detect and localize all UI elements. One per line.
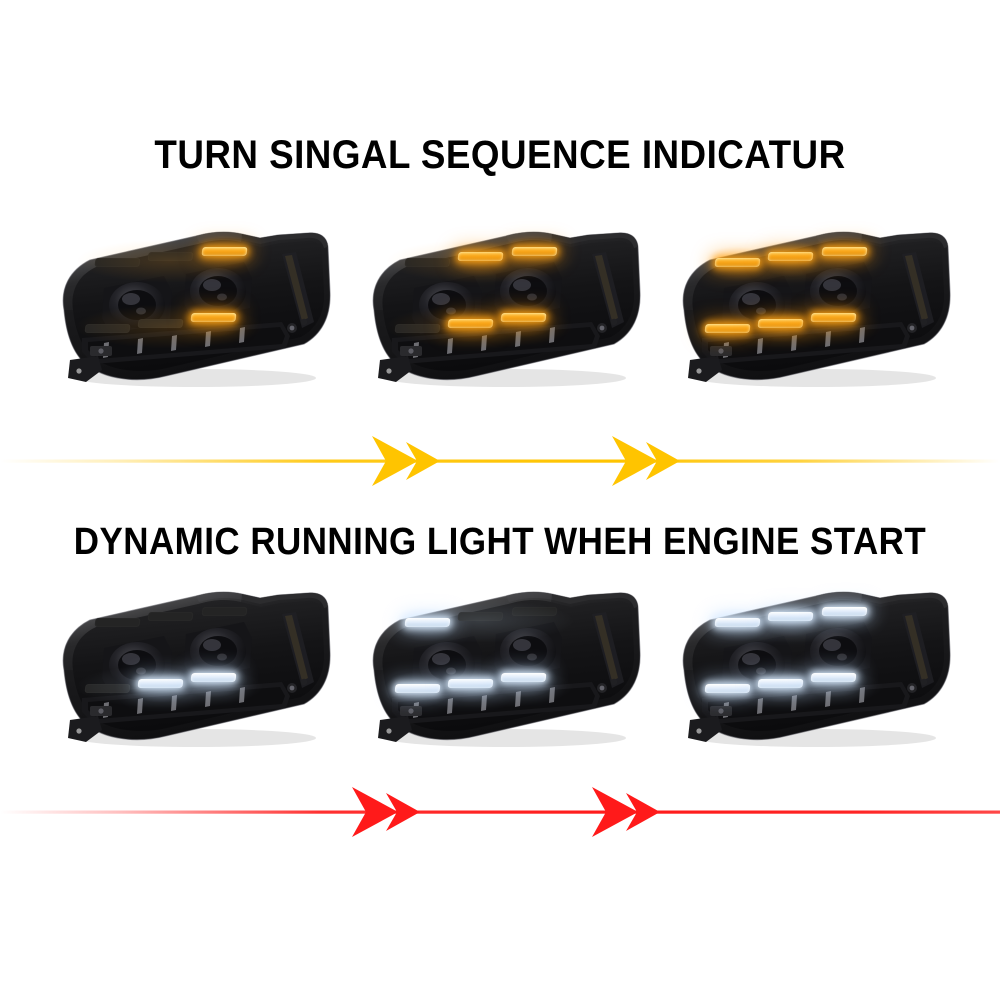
led-segment-bottom-1 [84,323,131,333]
led-segment-top-1 [714,257,761,267]
led-segment-bottom-2 [447,678,494,688]
led-segment-top-2 [457,612,504,622]
led-segment-bottom-2 [757,318,804,328]
amber-arrowhead-group-1 [372,436,440,486]
turn-signal-stage-row [0,218,1000,393]
led-segment-bottom-1 [704,683,751,693]
led-segment-bottom-2 [447,318,494,328]
amber-arrowhead-group-2 [612,436,680,486]
led-segment-bottom-3 [810,313,857,323]
headlight-turn-stage-3 [666,218,954,390]
led-segment-top-1 [404,617,451,627]
led-segment-bottom-3 [190,673,237,683]
led-segment-top-1 [94,257,141,267]
headlight-drl-stage-1 [46,578,334,750]
headlight-drl-stage-2 [356,578,644,750]
red-arrowhead-group-2 [592,787,660,837]
led-segment-bottom-1 [704,323,751,333]
led-segment-bottom-3 [500,673,547,683]
amber-sequence-arrow [0,432,1000,492]
headlight-drl-stage-3 [666,578,954,750]
led-segment-top-1 [94,617,141,627]
led-segment-top-2 [767,252,814,262]
led-segment-bottom-3 [810,673,857,683]
red-arrowhead-group-1 [352,787,420,837]
headlight-turn-stage-2 [356,218,644,390]
led-segment-top-1 [404,257,451,267]
led-segment-top-2 [147,612,194,622]
led-segment-top-1 [714,617,761,627]
led-segment-bottom-3 [500,313,547,323]
led-segment-bottom-2 [137,318,184,328]
led-segment-top-3 [820,246,867,256]
led-segment-bottom-1 [394,683,441,693]
led-segment-top-2 [147,252,194,262]
led-segment-top-2 [767,612,814,622]
red-sequence-arrow [0,783,1000,843]
dynamic-running-light-heading: DYNAMIC RUNNING LIGHT WHEH ENGINE START [73,521,927,563]
led-segment-top-3 [200,606,247,616]
drl-stage-row [0,578,1000,753]
led-segment-bottom-2 [137,678,184,688]
led-segment-bottom-1 [394,323,441,333]
turn-signal-heading: TURN SINGAL SEQUENCE INDICATUR [154,133,846,177]
led-segment-top-3 [510,606,557,616]
headlight-turn-stage-1 [46,218,334,390]
led-segment-top-3 [510,246,557,256]
led-segment-top-3 [200,246,247,256]
led-segment-top-2 [457,252,504,262]
led-segment-bottom-2 [757,678,804,688]
led-segment-bottom-1 [84,683,131,693]
led-segment-bottom-3 [190,313,237,323]
led-segment-top-3 [820,606,867,616]
